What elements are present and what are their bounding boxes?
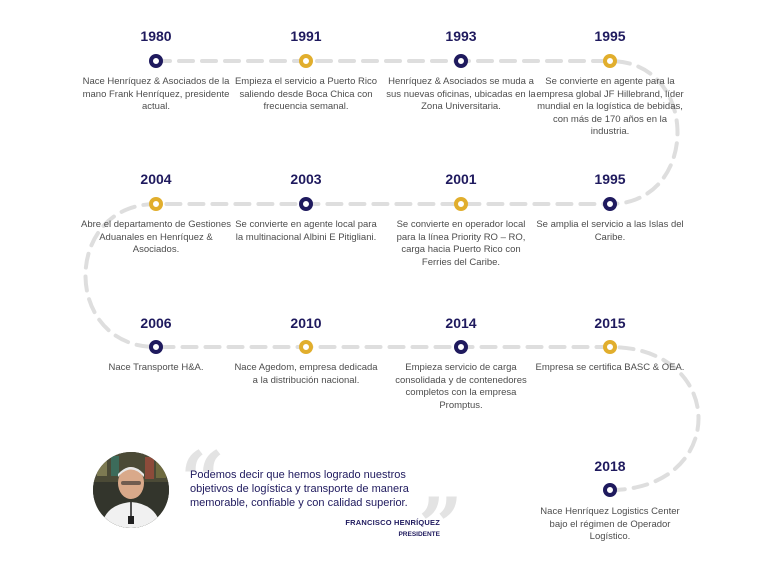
timeline-description: Se amplia el servicio a las Islas del Ca… (536, 219, 684, 243)
timeline-year: 2004 (140, 171, 172, 187)
timeline-dot-icon (603, 54, 617, 68)
quote-open-icon: “ (180, 435, 225, 526)
timeline-year: 1995 (594, 28, 626, 44)
timeline-description: Nace Agedom, empresa dedicada a la distr… (234, 362, 378, 386)
timeline-year: 2003 (290, 171, 322, 187)
timeline-description: Nace Transporte H&A. (108, 362, 204, 373)
timeline-dot-icon (149, 54, 163, 68)
timeline-description: Se convierte en agente para la empresa g… (536, 76, 684, 137)
timeline-year: 2006 (140, 315, 172, 331)
timeline-year: 2001 (445, 171, 477, 187)
timeline-year: 1980 (140, 28, 172, 44)
timeline-year: 2018 (594, 458, 626, 474)
quote-role: PRESIDENTE (398, 531, 440, 538)
president-portrait (93, 452, 169, 528)
timeline-description: Empieza servicio de carga consolidada y … (395, 362, 527, 411)
timeline-dot-icon (603, 483, 617, 497)
timeline-year: 1991 (290, 28, 322, 44)
quote-close-icon: ” (418, 481, 463, 572)
president-quote: Podemos decir que hemos logrado nuestros… (190, 469, 409, 509)
timeline-dot-icon (603, 197, 617, 211)
timeline-dot-icon (149, 197, 163, 211)
timeline-description: Empieza el servicio a Puerto Rico salien… (234, 76, 378, 112)
timeline-description: Henríquez & Asociados se muda a sus nuev… (386, 76, 536, 112)
timeline-description: Abre el departamento de Gestiones Aduana… (81, 219, 231, 255)
timeline-year: 2014 (445, 315, 477, 331)
timeline-description: Nace Henríquez Logistics Center bajo el … (540, 506, 680, 542)
timeline-description: Se convierte en agente local para la mul… (235, 219, 377, 243)
timeline-description: Nace Henríquez & Asociados de la mano Fr… (82, 76, 230, 112)
timeline-dot-icon (299, 197, 313, 211)
timeline-year: 2010 (290, 315, 322, 331)
timeline-year: 1995 (594, 171, 626, 187)
timeline-dot-icon (454, 197, 468, 211)
timeline-dot-icon (603, 340, 617, 354)
timeline-description: Se convierte en operador local para la l… (396, 219, 526, 268)
quote-author: FRANCISCO HENRÍQUEZ (345, 518, 440, 527)
timeline-year: 1993 (445, 28, 477, 44)
portrait-photo (93, 452, 169, 528)
timeline-dot-icon (299, 54, 313, 68)
timeline-dot-icon (454, 340, 468, 354)
timeline-dot-icon (149, 340, 163, 354)
timeline-dot-icon (454, 54, 468, 68)
timeline-description: Empresa se certifica BASC & OEA. (535, 362, 685, 373)
timeline-dot-icon (299, 340, 313, 354)
timeline-year: 2015 (594, 315, 626, 331)
